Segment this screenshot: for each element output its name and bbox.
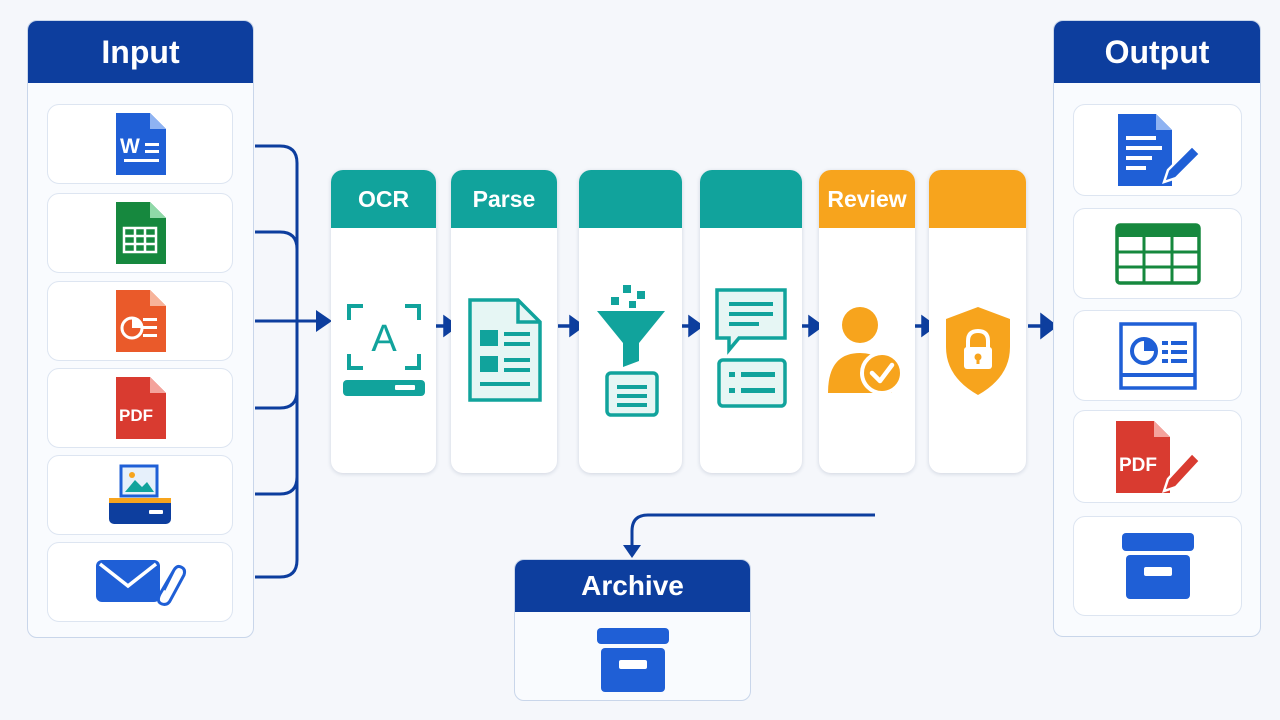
connector-input-1	[255, 144, 299, 321]
stage-filter[interactable]	[579, 170, 682, 473]
email-attachment-icon	[96, 560, 187, 606]
connector-input-4	[255, 321, 299, 410]
input-item-email[interactable]	[47, 542, 233, 622]
output-item-pdf[interactable]: PDF	[1073, 410, 1242, 503]
stage-secure-label	[929, 170, 1026, 228]
svg-text:W: W	[120, 135, 140, 158]
output-title: Output	[1054, 21, 1260, 83]
edit-document-icon	[1117, 114, 1202, 186]
edit-pdf-icon: PDF	[1115, 420, 1202, 493]
archive-box-icon	[1121, 533, 1194, 599]
stage-filter-label	[579, 170, 682, 228]
connector-input-2	[255, 230, 299, 321]
output-item-document[interactable]	[1073, 104, 1242, 196]
pdf-icon: PDF	[116, 377, 166, 439]
input-item-spreadsheet[interactable]	[47, 193, 233, 273]
stage-parse[interactable]: Parse	[451, 170, 557, 473]
svg-text:A: A	[371, 318, 397, 360]
parsed-document-icon	[468, 297, 542, 402]
stage-ocr[interactable]: OCR A	[331, 170, 436, 473]
stage-review[interactable]: Review	[819, 170, 915, 473]
arrow-filter-extract	[688, 314, 704, 338]
arrow-extract-review	[808, 314, 824, 338]
archive-box-icon	[596, 628, 669, 692]
connector-input-6	[255, 321, 299, 579]
spreadsheet-icon	[116, 202, 166, 264]
stage-review-label: Review	[819, 170, 915, 228]
output-item-table[interactable]	[1073, 208, 1242, 299]
arrow-to-archive	[623, 545, 641, 558]
archive-title: Archive	[515, 560, 750, 612]
stage-parse-label: Parse	[451, 170, 557, 228]
extracted-fields-icon	[715, 287, 787, 408]
input-item-pdf[interactable]: PDF	[47, 368, 233, 448]
svg-text:PDF: PDF	[119, 406, 153, 425]
input-item-scanner[interactable]	[47, 455, 233, 535]
user-approve-icon	[828, 306, 904, 395]
output-item-archive[interactable]	[1073, 516, 1242, 616]
table-icon	[1114, 222, 1201, 285]
input-item-presentation[interactable]	[47, 281, 233, 361]
input-title: Input	[28, 21, 253, 83]
arrow-to-output	[1040, 312, 1058, 340]
arrow-ocr-parse	[443, 314, 459, 338]
ocr-scan-icon: A	[342, 303, 425, 396]
report-chart-icon	[1118, 321, 1197, 390]
presentation-icon	[116, 290, 166, 352]
stage-ocr-label: OCR	[331, 170, 436, 228]
security-lock-icon	[945, 306, 1010, 395]
arrow-review-secure	[921, 314, 937, 338]
input-item-word[interactable]: W	[47, 104, 233, 184]
output-item-report[interactable]	[1073, 310, 1242, 401]
arrow-parse-filter	[569, 314, 585, 338]
stage-extract-label	[700, 170, 802, 228]
svg-text:PDF: PDF	[1119, 455, 1157, 476]
stage-secure[interactable]	[929, 170, 1026, 473]
word-document-icon: W	[116, 113, 166, 175]
scanner-icon	[109, 464, 171, 524]
filter-funnel-icon	[596, 284, 665, 417]
stage-extract[interactable]	[700, 170, 802, 473]
connector-archive	[630, 513, 875, 547]
archive-panel[interactable]: Archive	[514, 559, 751, 701]
arrow-to-ocr	[316, 310, 332, 332]
